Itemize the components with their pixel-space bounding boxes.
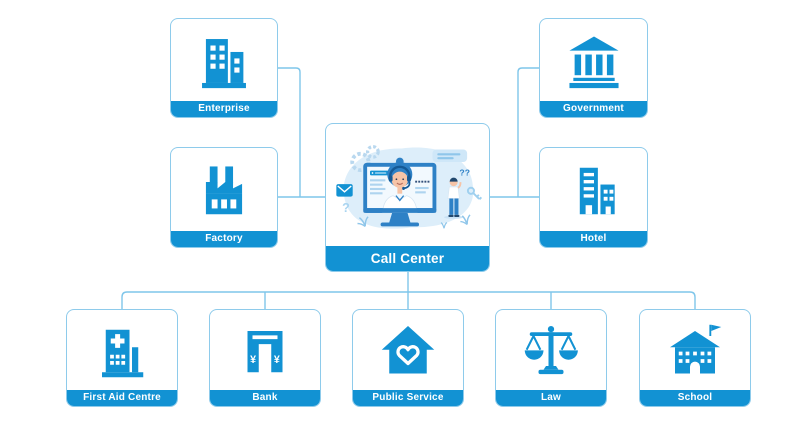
node-label-text: Hotel bbox=[580, 233, 607, 244]
law-icon bbox=[496, 310, 606, 390]
node-card-school: School bbox=[639, 309, 751, 407]
node-card-bank: ¥ ¥ Bank bbox=[209, 309, 321, 407]
school-icon bbox=[640, 310, 750, 390]
factory-icon bbox=[171, 148, 277, 231]
node-card-law: Law bbox=[495, 309, 607, 407]
svg-text:¥: ¥ bbox=[274, 354, 280, 366]
node-label-factory: Factory bbox=[171, 231, 277, 247]
node-card-hotel: Hotel bbox=[539, 147, 648, 248]
connector-government bbox=[517, 67, 539, 197]
node-card-public-service: Public Service bbox=[352, 309, 464, 407]
node-label-bank: Bank bbox=[210, 390, 320, 406]
node-card-government: Government bbox=[539, 18, 648, 118]
node-label-text: Government bbox=[563, 103, 624, 114]
node-card-enterprise: Enterprise bbox=[170, 18, 278, 118]
node-label-text: First Aid Centre bbox=[83, 392, 161, 403]
hotel-icon bbox=[540, 148, 647, 231]
node-label-call-center: Call Center bbox=[326, 246, 489, 271]
node-label-government: Government bbox=[540, 101, 647, 117]
node-label-public-service: Public Service bbox=[353, 390, 463, 406]
node-label-text: Public Service bbox=[372, 392, 444, 403]
node-label-text: Law bbox=[540, 392, 562, 403]
node-card-call-center: ?? ? Call Center bbox=[325, 123, 490, 272]
node-label-text: Bank bbox=[252, 392, 278, 403]
first-aid-centre-icon bbox=[67, 310, 177, 390]
enterprise-icon bbox=[171, 19, 277, 101]
connector-enterprise bbox=[278, 67, 301, 197]
node-label-first-aid-centre: First Aid Centre bbox=[67, 390, 177, 406]
public-service-icon bbox=[353, 310, 463, 390]
government-icon bbox=[540, 19, 647, 101]
call-center-illustration: ?? ? bbox=[326, 124, 489, 246]
connector-bottom-bus bbox=[121, 291, 696, 309]
node-label-enterprise: Enterprise bbox=[171, 101, 277, 117]
svg-text:??: ?? bbox=[459, 167, 470, 177]
node-label-law: Law bbox=[496, 390, 606, 406]
node-label-text: Enterprise bbox=[198, 103, 250, 114]
node-label-text: Factory bbox=[205, 233, 243, 244]
node-card-factory: Factory bbox=[170, 147, 278, 248]
svg-text:?: ? bbox=[342, 201, 350, 215]
node-label-hotel: Hotel bbox=[540, 231, 647, 247]
node-card-first-aid-centre: First Aid Centre bbox=[66, 309, 178, 407]
bank-icon: ¥ ¥ bbox=[210, 310, 320, 390]
node-label-text: Call Center bbox=[370, 250, 445, 266]
svg-text:¥: ¥ bbox=[250, 354, 256, 366]
node-label-school: School bbox=[640, 390, 750, 406]
node-label-text: School bbox=[677, 392, 713, 403]
